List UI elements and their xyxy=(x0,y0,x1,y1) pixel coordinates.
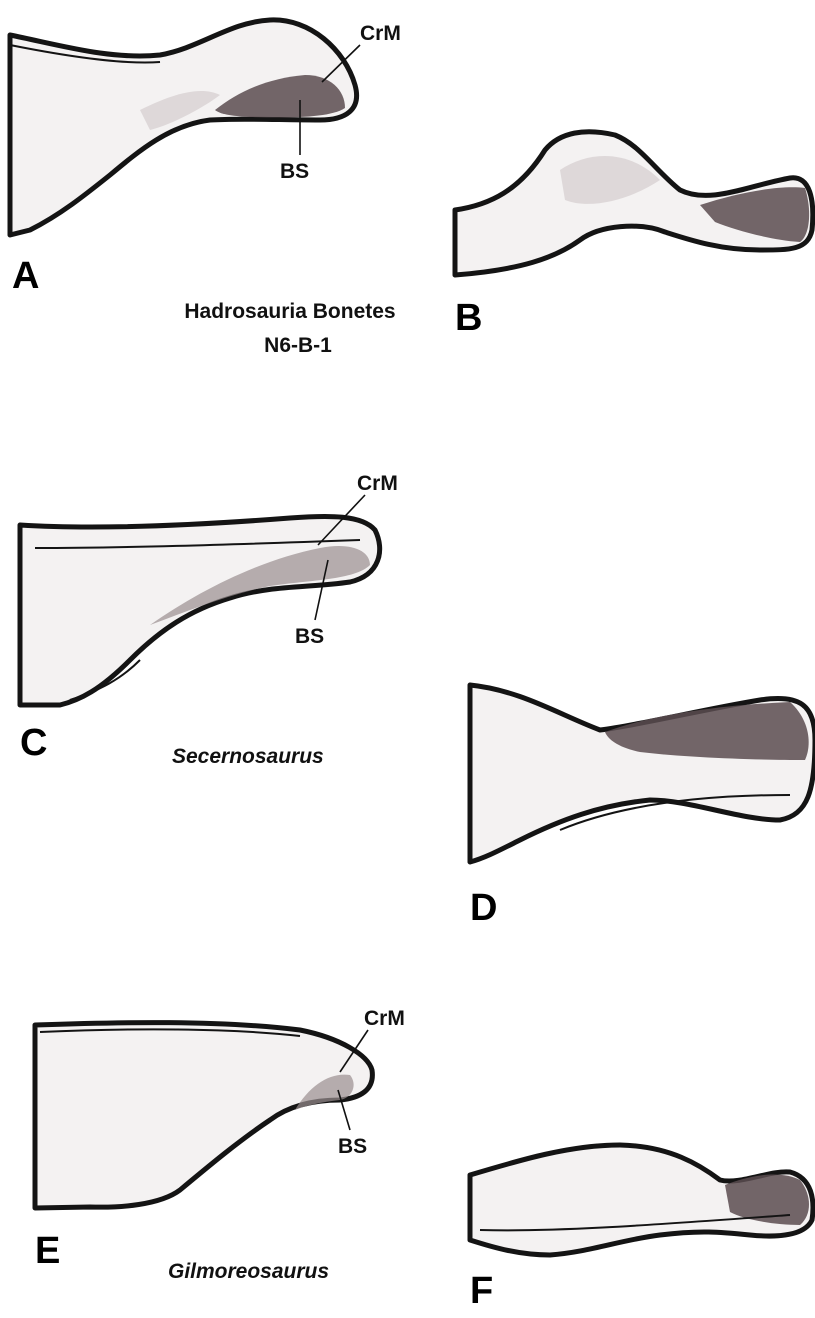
panel-b-bone-drawing xyxy=(455,132,813,275)
panel-c-crm-label: CrM xyxy=(357,472,398,495)
panel-a-crm-label: CrM xyxy=(360,22,401,45)
taxon-hadrosauria-line2: N6-B-1 xyxy=(264,334,332,357)
panel-c-letter: C xyxy=(20,722,47,764)
panel-e-letter: E xyxy=(35,1230,60,1272)
taxon-secernosaurus: Secernosaurus xyxy=(172,745,324,768)
panel-a-bs-label: BS xyxy=(280,160,309,183)
panel-e-bs-label: BS xyxy=(338,1135,367,1158)
panel-d-bone-drawing xyxy=(470,685,815,862)
taxon-hadrosauria-line1: Hadrosauria Bonetes xyxy=(184,300,395,323)
panel-f-letter: F xyxy=(470,1270,493,1312)
panel-b-letter: B xyxy=(455,297,482,339)
panel-c-bs-label: BS xyxy=(295,625,324,648)
taxon-gilmoreosaurus: Gilmoreosaurus xyxy=(168,1260,329,1283)
panel-d-letter: D xyxy=(470,887,497,929)
panel-a-letter: A xyxy=(12,255,39,297)
panel-a-bone-drawing xyxy=(10,20,357,235)
panel-e-crm-label: CrM xyxy=(364,1007,405,1030)
panel-f-bone-drawing xyxy=(470,1145,813,1255)
panel-e-bone-drawing xyxy=(35,1023,372,1208)
panel-c-bone-drawing xyxy=(20,516,380,705)
